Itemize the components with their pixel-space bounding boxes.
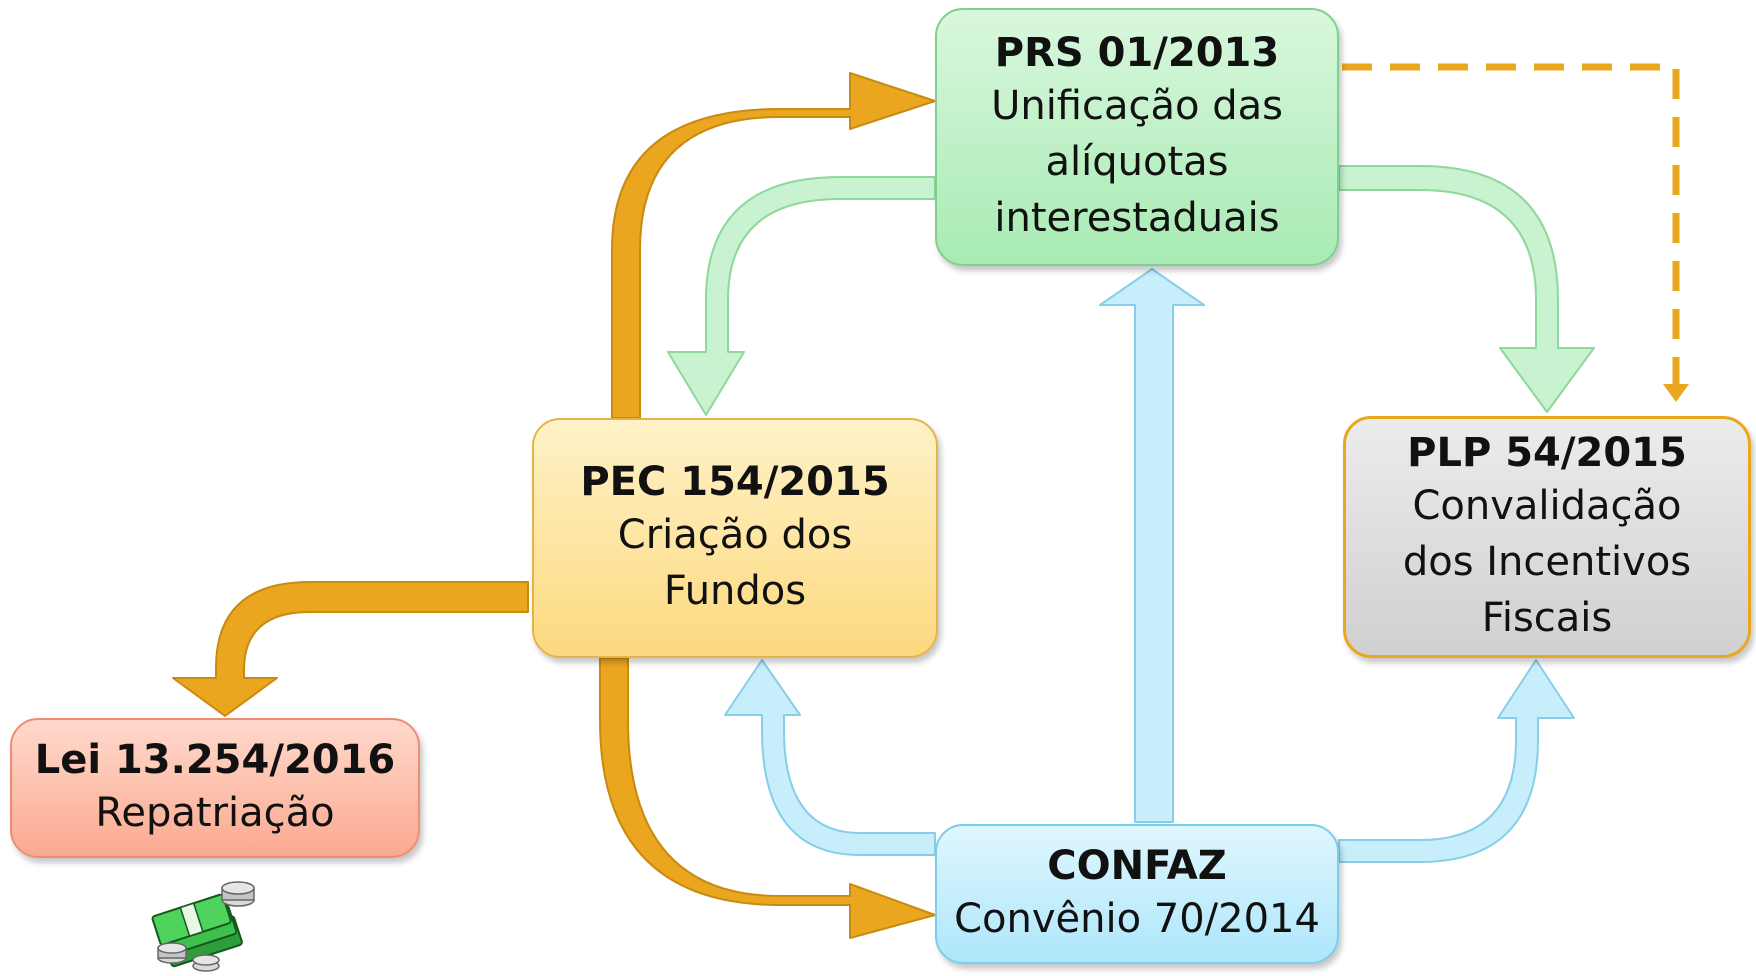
node-lei-title: Lei 13.254/2016 [34, 737, 396, 783]
node-confaz: CONFAZ Convênio 70/2014 [935, 824, 1339, 964]
node-prs-title: PRS 01/2013 [994, 30, 1280, 76]
node-plp: PLP 54/2015 Convalidação dos Incentivos … [1343, 416, 1751, 658]
node-prs-line: interestaduais [994, 195, 1280, 241]
node-prs: PRS 01/2013 Unificação das alíquotas int… [935, 8, 1339, 266]
node-pec-title: PEC 154/2015 [580, 459, 890, 505]
arrow-confaz-to-prs [1099, 268, 1205, 823]
node-confaz-title: CONFAZ [1047, 843, 1227, 889]
dashed-arrowhead [1663, 384, 1689, 402]
arrow-confaz-to-pec [724, 659, 936, 856]
arrow-prs-to-pec [667, 176, 936, 416]
node-confaz-line: Convênio 70/2014 [954, 896, 1320, 942]
node-plp-title: PLP 54/2015 [1407, 430, 1687, 476]
node-pec-line: Fundos [663, 568, 807, 614]
node-pec: PEC 154/2015 Criação dos Fundos [532, 418, 938, 658]
arrow-pec-to-lei [172, 581, 529, 717]
node-prs-line: Unificação das [991, 83, 1283, 129]
node-lei: Lei 13.254/2016 Repatriação [10, 718, 420, 858]
node-plp-line: dos Incentivos [1402, 539, 1692, 585]
node-pec-line: Criação dos [617, 512, 853, 558]
node-lei-line: Repatriação [95, 790, 335, 836]
arrow-confaz-to-plp [1338, 659, 1575, 863]
arrow-prs-to-plp [1338, 165, 1595, 413]
money-stack-icon [151, 881, 255, 972]
node-plp-line: Fiscais [1481, 595, 1613, 641]
node-prs-line: alíquotas [1045, 139, 1229, 185]
arrow-pec-to-prs [611, 72, 936, 419]
dashed-arrow-prs-to-plp [1342, 63, 1680, 388]
node-plp-line: Convalidação [1412, 483, 1682, 529]
